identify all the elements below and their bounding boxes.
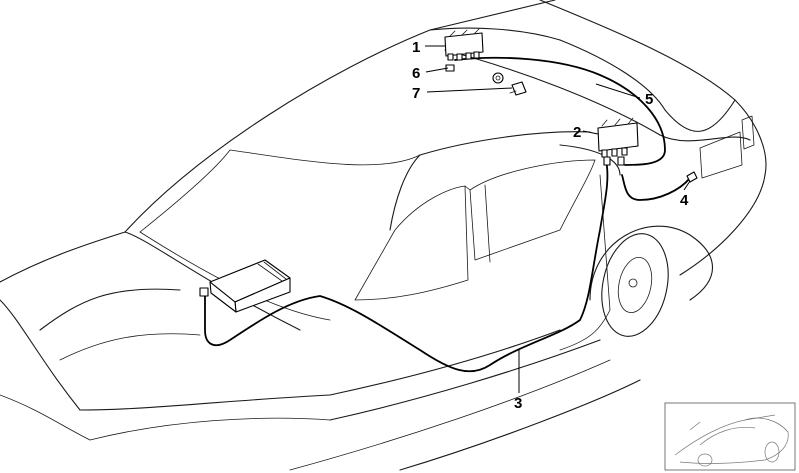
cable-5	[454, 56, 666, 166]
callout-4: 4	[680, 192, 689, 209]
callout-5: 5	[645, 91, 653, 108]
cable-4	[621, 174, 691, 201]
callout-6: 6	[412, 65, 420, 82]
thumbnail-overview	[664, 402, 796, 471]
part-connector-6	[445, 64, 504, 84]
leader-lines	[425, 45, 691, 393]
callout-1: 1	[412, 39, 420, 56]
cable-3	[204, 159, 609, 373]
callout-2: 2	[573, 124, 581, 141]
callout-3: 3	[514, 395, 522, 412]
part-amplifier-2	[597, 117, 639, 166]
part-tuner-4	[686, 171, 698, 183]
antenna-cables	[204, 56, 691, 373]
car-body-outline	[0, 0, 767, 471]
callout-numbers: 1 2 3 4 5 6 7	[412, 39, 689, 412]
callout-7: 7	[412, 85, 420, 102]
part-antenna-module	[199, 259, 291, 313]
part-amplifier-1	[444, 28, 484, 61]
part-screw-7	[509, 81, 527, 96]
